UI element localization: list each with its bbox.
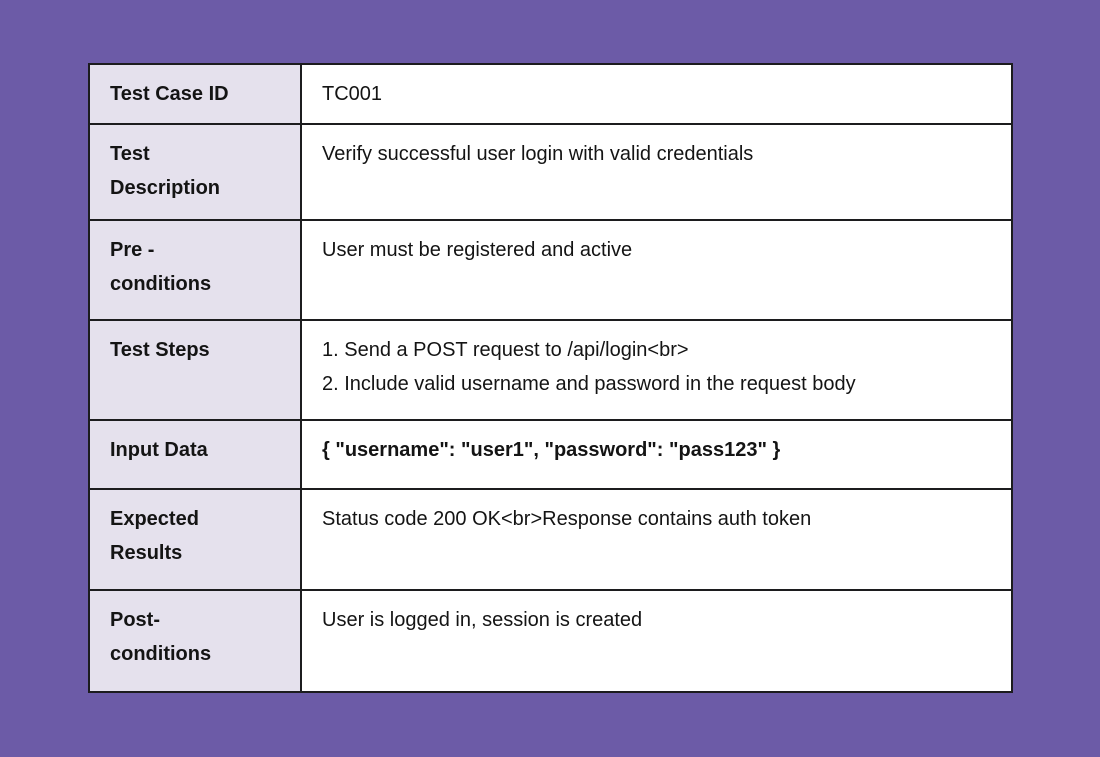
table-row: Test Description Verify successful user … [88, 123, 1013, 221]
value-line: User is logged in, session is created [322, 609, 643, 631]
label-line: Description [110, 177, 221, 199]
row-value-test-case-id: TC001 [300, 63, 1013, 125]
label-line: Test Steps [110, 339, 210, 361]
table-row: Post- conditions User is logged in, sess… [88, 589, 1013, 693]
table-row: Test Case ID TC001 [88, 63, 1013, 125]
table-row: Test Steps 1. Send a POST request to /ap… [88, 319, 1013, 421]
row-label-test-steps: Test Steps [88, 319, 302, 421]
label-line: Results [110, 542, 183, 564]
label-line: conditions [110, 643, 212, 665]
row-label-expected-results: Expected Results [88, 488, 302, 591]
row-label-post-conditions: Post- conditions [88, 589, 302, 693]
value-line: Verify successful user login with valid … [322, 143, 754, 165]
label-line: Pre - [110, 239, 155, 261]
test-case-table: Test Case ID TC001 Test Description Veri… [88, 63, 1013, 693]
value-line: { "username": "user1", "password": "pass… [322, 439, 781, 461]
table-row: Input Data { "username": "user1", "passw… [88, 419, 1013, 490]
value-line: User must be registered and active [322, 239, 633, 261]
label-line: Test [110, 143, 150, 165]
value-line: TC001 [322, 83, 383, 105]
row-value-pre-conditions: User must be registered and active [300, 219, 1013, 321]
table-row: Expected Results Status code 200 OK<br>R… [88, 488, 1013, 591]
row-label-pre-conditions: Pre - conditions [88, 219, 302, 321]
label-line: conditions [110, 273, 212, 295]
label-line: Test Case ID [110, 83, 229, 105]
row-label-input-data: Input Data [88, 419, 302, 490]
table-row: Pre - conditions User must be registered… [88, 219, 1013, 321]
row-value-expected-results: Status code 200 OK<br>Response contains … [300, 488, 1013, 591]
row-label-test-description: Test Description [88, 123, 302, 221]
label-line: Post- [110, 609, 160, 631]
value-line: 1. Send a POST request to /api/login<br> [322, 339, 689, 361]
row-label-test-case-id: Test Case ID [88, 63, 302, 125]
row-value-test-steps: 1. Send a POST request to /api/login<br>… [300, 319, 1013, 421]
label-line: Input Data [110, 439, 208, 461]
value-line: Status code 200 OK<br>Response contains … [322, 508, 812, 530]
row-value-input-data: { "username": "user1", "password": "pass… [300, 419, 1013, 490]
label-line: Expected [110, 508, 199, 530]
row-value-post-conditions: User is logged in, session is created [300, 589, 1013, 693]
row-value-test-description: Verify successful user login with valid … [300, 123, 1013, 221]
value-line: 2. Include valid username and password i… [322, 373, 856, 395]
